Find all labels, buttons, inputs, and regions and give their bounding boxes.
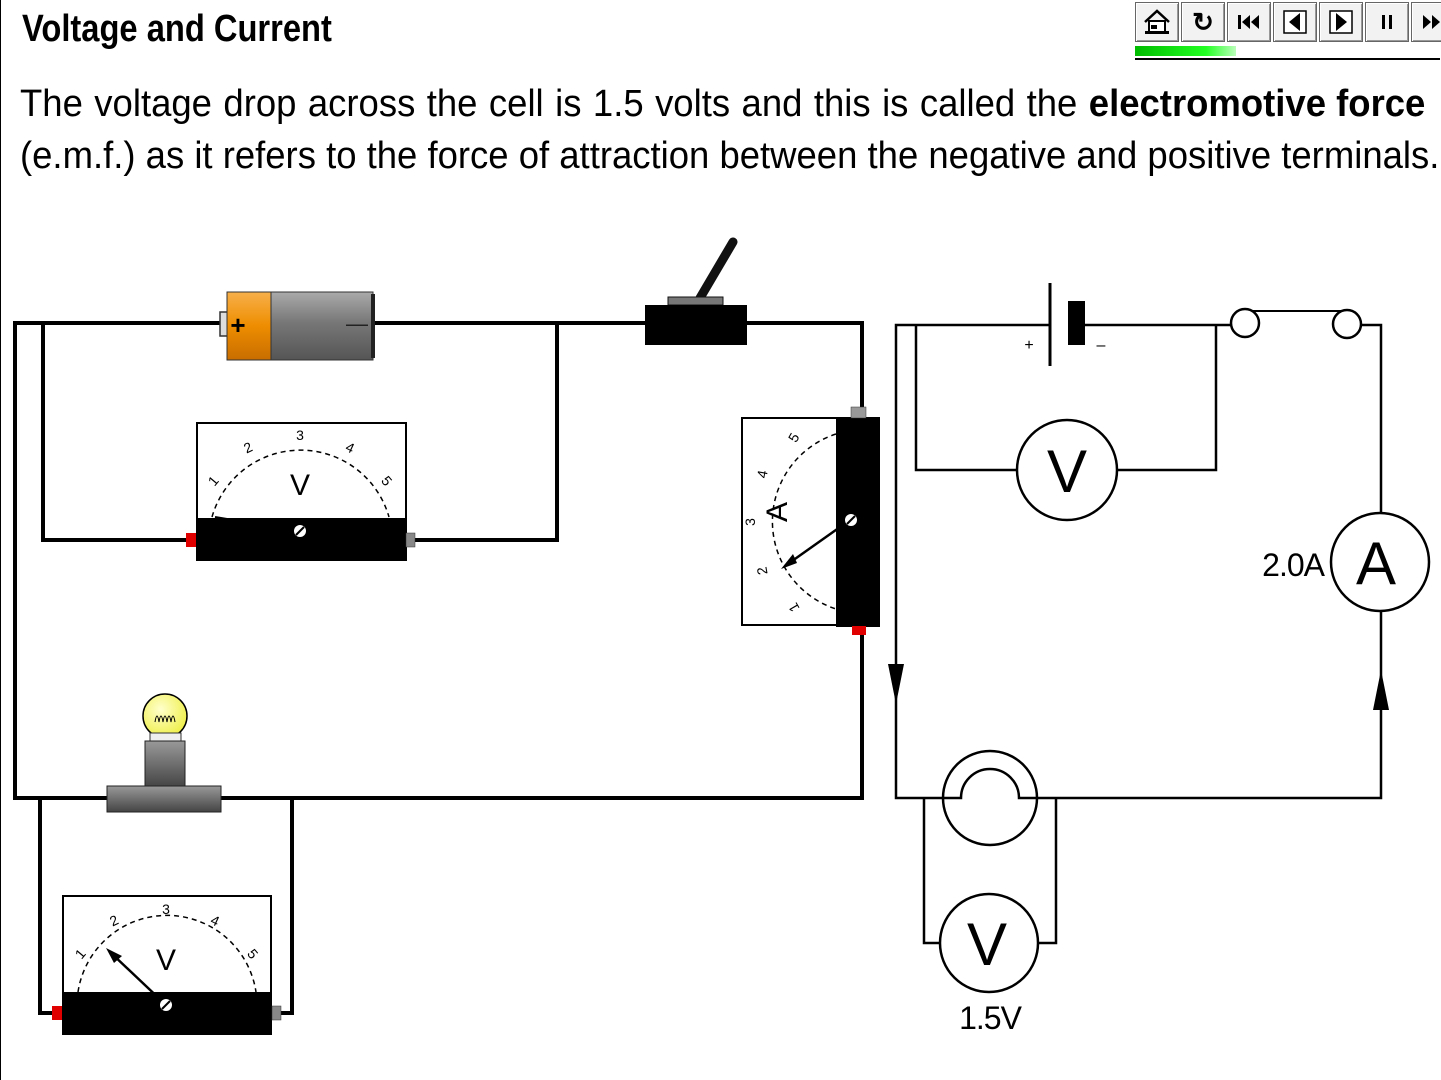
last-button[interactable]	[1411, 2, 1441, 42]
next-button[interactable]	[1319, 2, 1363, 42]
paragraph-word: called	[919, 83, 1016, 125]
voltmeter-reading: 1.5V	[959, 1000, 1022, 1036]
paragraph-word: 1.5	[592, 83, 644, 125]
wire	[894, 323, 1050, 800]
wire	[1117, 325, 1218, 472]
voltmeter-symbol-lamp: V 1.5V	[938, 892, 1040, 1036]
toggle-switch[interactable]	[645, 237, 747, 345]
paragraph-word: cell	[488, 83, 544, 125]
wire	[278, 798, 294, 1015]
paragraph-word: The	[20, 83, 83, 125]
scale-label: 4	[754, 469, 771, 480]
voltmeter-letter: V	[1047, 438, 1087, 505]
scale-label: 2	[753, 565, 770, 576]
previous-button[interactable]	[1273, 2, 1317, 42]
previous-icon	[1283, 10, 1307, 34]
paragraph-word: voltage	[94, 83, 212, 125]
progress-bar	[1135, 44, 1440, 60]
wire	[745, 321, 864, 410]
wire	[13, 321, 225, 800]
battery: + —	[219, 291, 375, 361]
paragraph-line-2: (e.m.f.) as it refers to the force of at…	[20, 135, 1440, 177]
paragraph-word: this	[813, 83, 871, 125]
pause-icon	[1382, 15, 1392, 29]
pictorial-circuit	[13, 321, 864, 1015]
wire	[413, 323, 559, 542]
skip-last-icon	[1423, 15, 1440, 29]
first-button[interactable]	[1227, 2, 1271, 42]
progress-fill	[1135, 46, 1236, 56]
current-arrow-down	[888, 664, 904, 704]
scale-label: 3	[296, 427, 304, 443]
current-arrow-up	[1373, 670, 1389, 710]
voltmeter-letter: V	[156, 944, 176, 977]
next-icon	[1329, 10, 1353, 34]
replay-button[interactable]: ↻	[1181, 2, 1225, 42]
battery-minus-label: —	[346, 311, 368, 336]
voltmeter-bottom: 1 2 3 4 5 V	[52, 895, 282, 1035]
paragraph-word: drop	[223, 83, 297, 125]
schematic-circuit	[894, 323, 1383, 945]
paragraph-word: the	[426, 83, 478, 125]
cell-symbol: + –	[1024, 283, 1106, 366]
switch-symbol	[1229, 307, 1363, 340]
wire	[38, 798, 56, 1015]
paragraph-word: is	[882, 83, 909, 125]
paragraph-word: across	[307, 83, 416, 125]
page-title: Voltage and Current	[22, 8, 332, 50]
wire	[41, 323, 190, 542]
home-button[interactable]	[1135, 2, 1179, 42]
skip-first-icon	[1238, 15, 1259, 29]
ammeter-reading: 2.0A	[1262, 547, 1325, 583]
cell-minus-label: –	[1097, 337, 1106, 354]
voltmeter-letter: V	[290, 469, 310, 502]
ammeter-letter: A	[1356, 530, 1396, 597]
voltmeter-top: 1 2 3 4 5 V	[186, 422, 416, 561]
page-left-border	[0, 0, 1, 1080]
home-icon	[1144, 9, 1170, 34]
bold-term: electromotive force	[1088, 83, 1426, 125]
wire	[220, 628, 864, 800]
voltmeter-letter: V	[967, 911, 1007, 978]
voltmeter-symbol-cell: V	[1015, 418, 1119, 522]
paragraph-word: volts	[655, 83, 731, 125]
wire	[1038, 798, 1058, 945]
scale-label: 3	[742, 518, 758, 526]
pause-button[interactable]	[1365, 2, 1409, 42]
ammeter-letter: A	[761, 502, 794, 522]
ammeter-pictorial: 5 4 3 2 1 A	[741, 406, 880, 635]
battery-plus-label: +	[230, 310, 245, 340]
scale-label: 3	[162, 901, 170, 917]
ammeter-symbol: A 2.0A	[1262, 511, 1431, 613]
replay-icon: ↻	[1192, 6, 1214, 37]
paragraph-word: and	[741, 83, 803, 125]
paragraph-word: is	[555, 83, 582, 125]
wire	[914, 325, 1017, 472]
cell-plus-label: +	[1024, 337, 1033, 354]
wire	[1037, 612, 1383, 800]
wire	[1362, 323, 1383, 512]
wire	[922, 798, 940, 945]
lamp	[106, 693, 222, 813]
lamp-symbol	[941, 749, 1039, 847]
paragraph-word: the	[1026, 83, 1078, 125]
navigation-toolbar: ↻	[1135, 2, 1441, 42]
